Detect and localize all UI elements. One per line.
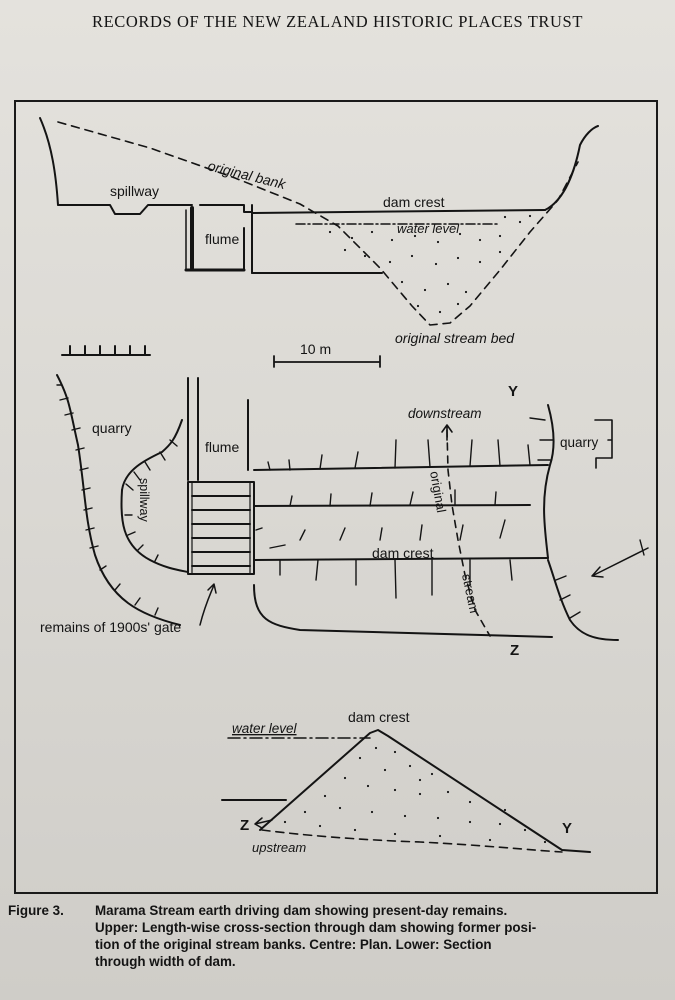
plan-view: 10 m: [40, 341, 649, 659]
upstream-arrow: [254, 817, 273, 829]
caption-line: Marama Stream earth driving dam showing …: [95, 903, 508, 918]
dam-fill-stipple: [328, 214, 532, 314]
ground-profile-right: [544, 125, 599, 211]
lower-dam-profile: [259, 729, 591, 853]
marker-z-lower: Z: [240, 817, 249, 834]
right-arrow: [591, 547, 649, 578]
figure-frame: [14, 100, 658, 894]
lower-cross-section: dam crest water level Z Y upstream: [221, 709, 591, 855]
label-quarry-left: quarry: [92, 420, 132, 436]
label-original-stream-bed: original stream bed: [395, 330, 515, 346]
marker-y-lower: Y: [562, 820, 572, 837]
original-bank-dashed: [57, 121, 579, 326]
label-scale-bar: 10 m: [300, 341, 331, 357]
label-water-level-lower: water level: [232, 721, 298, 736]
upper-cross-section: spillway original bank dam crest water l…: [39, 117, 599, 346]
quarry-left-edge: [56, 374, 181, 626]
caption-line: Upper: Length-wise cross-section through…: [95, 920, 537, 935]
label-dam-crest-lower: dam crest: [348, 709, 410, 725]
label-upstream: upstream: [252, 840, 306, 855]
gate-remains: [187, 481, 255, 575]
ground-profile-left: [39, 117, 193, 215]
plan-dam-crest-line: [253, 557, 549, 561]
label-quarry-right: quarry: [560, 435, 599, 450]
downstream-arrow: [441, 424, 453, 441]
dam-crest-line: [251, 209, 546, 214]
lower-dam-stipple: [283, 746, 547, 844]
label-spillway-plan: spillway: [137, 478, 151, 523]
label-water-level-upper: water level: [397, 221, 460, 236]
lower-original-ground: [261, 829, 563, 853]
caption-line: through width of dam.: [95, 954, 236, 969]
label-original-bank: original bank: [206, 157, 288, 192]
label-flume-plan: flume: [205, 439, 239, 455]
caption-line: tion of the original stream banks. Centr…: [95, 937, 492, 952]
plan-dam-upper-edge: [253, 464, 549, 471]
caption-text: Marama Stream earth driving dam showing …: [95, 902, 658, 970]
label-flume-upper: flume: [205, 231, 239, 247]
spillway-channel: [121, 419, 183, 491]
label-dam-crest-plan: dam crest: [372, 545, 434, 561]
marker-z-plan: Z: [510, 642, 519, 659]
scale-bar: [273, 355, 381, 368]
label-stream-plan: stream: [459, 573, 482, 615]
label-spillway-upper: spillway: [110, 183, 159, 199]
caption-label: Figure 3.: [8, 903, 64, 918]
marker-y-plan: Y: [508, 383, 518, 400]
running-head: RECORDS OF THE NEW ZEALAND HISTORIC PLAC…: [92, 12, 583, 31]
stream-dashed: [446, 429, 491, 637]
label-dam-crest-upper: dam crest: [383, 194, 445, 210]
label-remains-gate: remains of 1900s' gate: [40, 619, 181, 635]
label-original-plan: original: [427, 470, 449, 514]
quarry-right-edge: [543, 404, 555, 559]
gate-pointer: [199, 583, 217, 626]
quarry-right-bracket: [594, 419, 613, 469]
label-downstream: downstream: [408, 406, 482, 421]
